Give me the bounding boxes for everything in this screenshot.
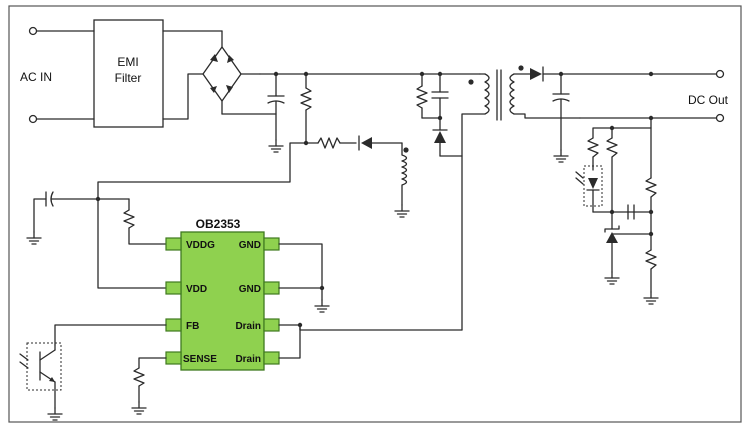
ic-pin-sense: SENSE: [183, 354, 217, 365]
dc-output-terminals: [579, 69, 725, 123]
snubber: [416, 73, 463, 157]
ic-pin-vdd: VDD: [186, 284, 207, 295]
sense-resistor: [131, 357, 167, 415]
ic-pin-drain-2: Drain: [235, 354, 261, 365]
output-diode: [530, 66, 717, 82]
ic-pin-fb: FB: [186, 321, 199, 332]
ic-pin-gnd-1: GND: [239, 240, 261, 251]
emi-filter-block: [93, 19, 164, 128]
aux-resistor: [305, 137, 357, 149]
optocoupler-transistor: [19, 324, 167, 421]
flyback-transformer: [461, 65, 581, 331]
vddg-resistor: [123, 198, 167, 245]
drain-wiring: [278, 322, 463, 359]
ic-ground-wiring: [278, 243, 330, 313]
ic-package: [165, 231, 280, 371]
aux-diode: [358, 135, 403, 151]
dc-out-label: DC Out: [688, 93, 729, 107]
vdd-capacitor: [26, 191, 130, 245]
emi-filter-label-line2: Filter: [115, 71, 142, 85]
emi-filter-label-line1: EMI: [117, 55, 138, 69]
aux-winding: [394, 142, 410, 218]
ic-pin-vddg: VDDG: [186, 240, 215, 251]
bridge-rectifier: [202, 30, 277, 115]
feedback-network: [575, 115, 659, 305]
ic-pin-drain-1: Drain: [235, 321, 261, 332]
ic-name: OB2353: [196, 217, 241, 231]
diagram-border: [8, 5, 742, 423]
ac-input-terminals: [28, 26, 95, 124]
bulk-capacitor: [267, 73, 285, 153]
output-capacitor: [552, 73, 570, 163]
startup-resistor: [300, 73, 312, 146]
ic-pin-gnd-2: GND: [239, 284, 261, 295]
ac-in-label: AC IN: [20, 70, 52, 84]
